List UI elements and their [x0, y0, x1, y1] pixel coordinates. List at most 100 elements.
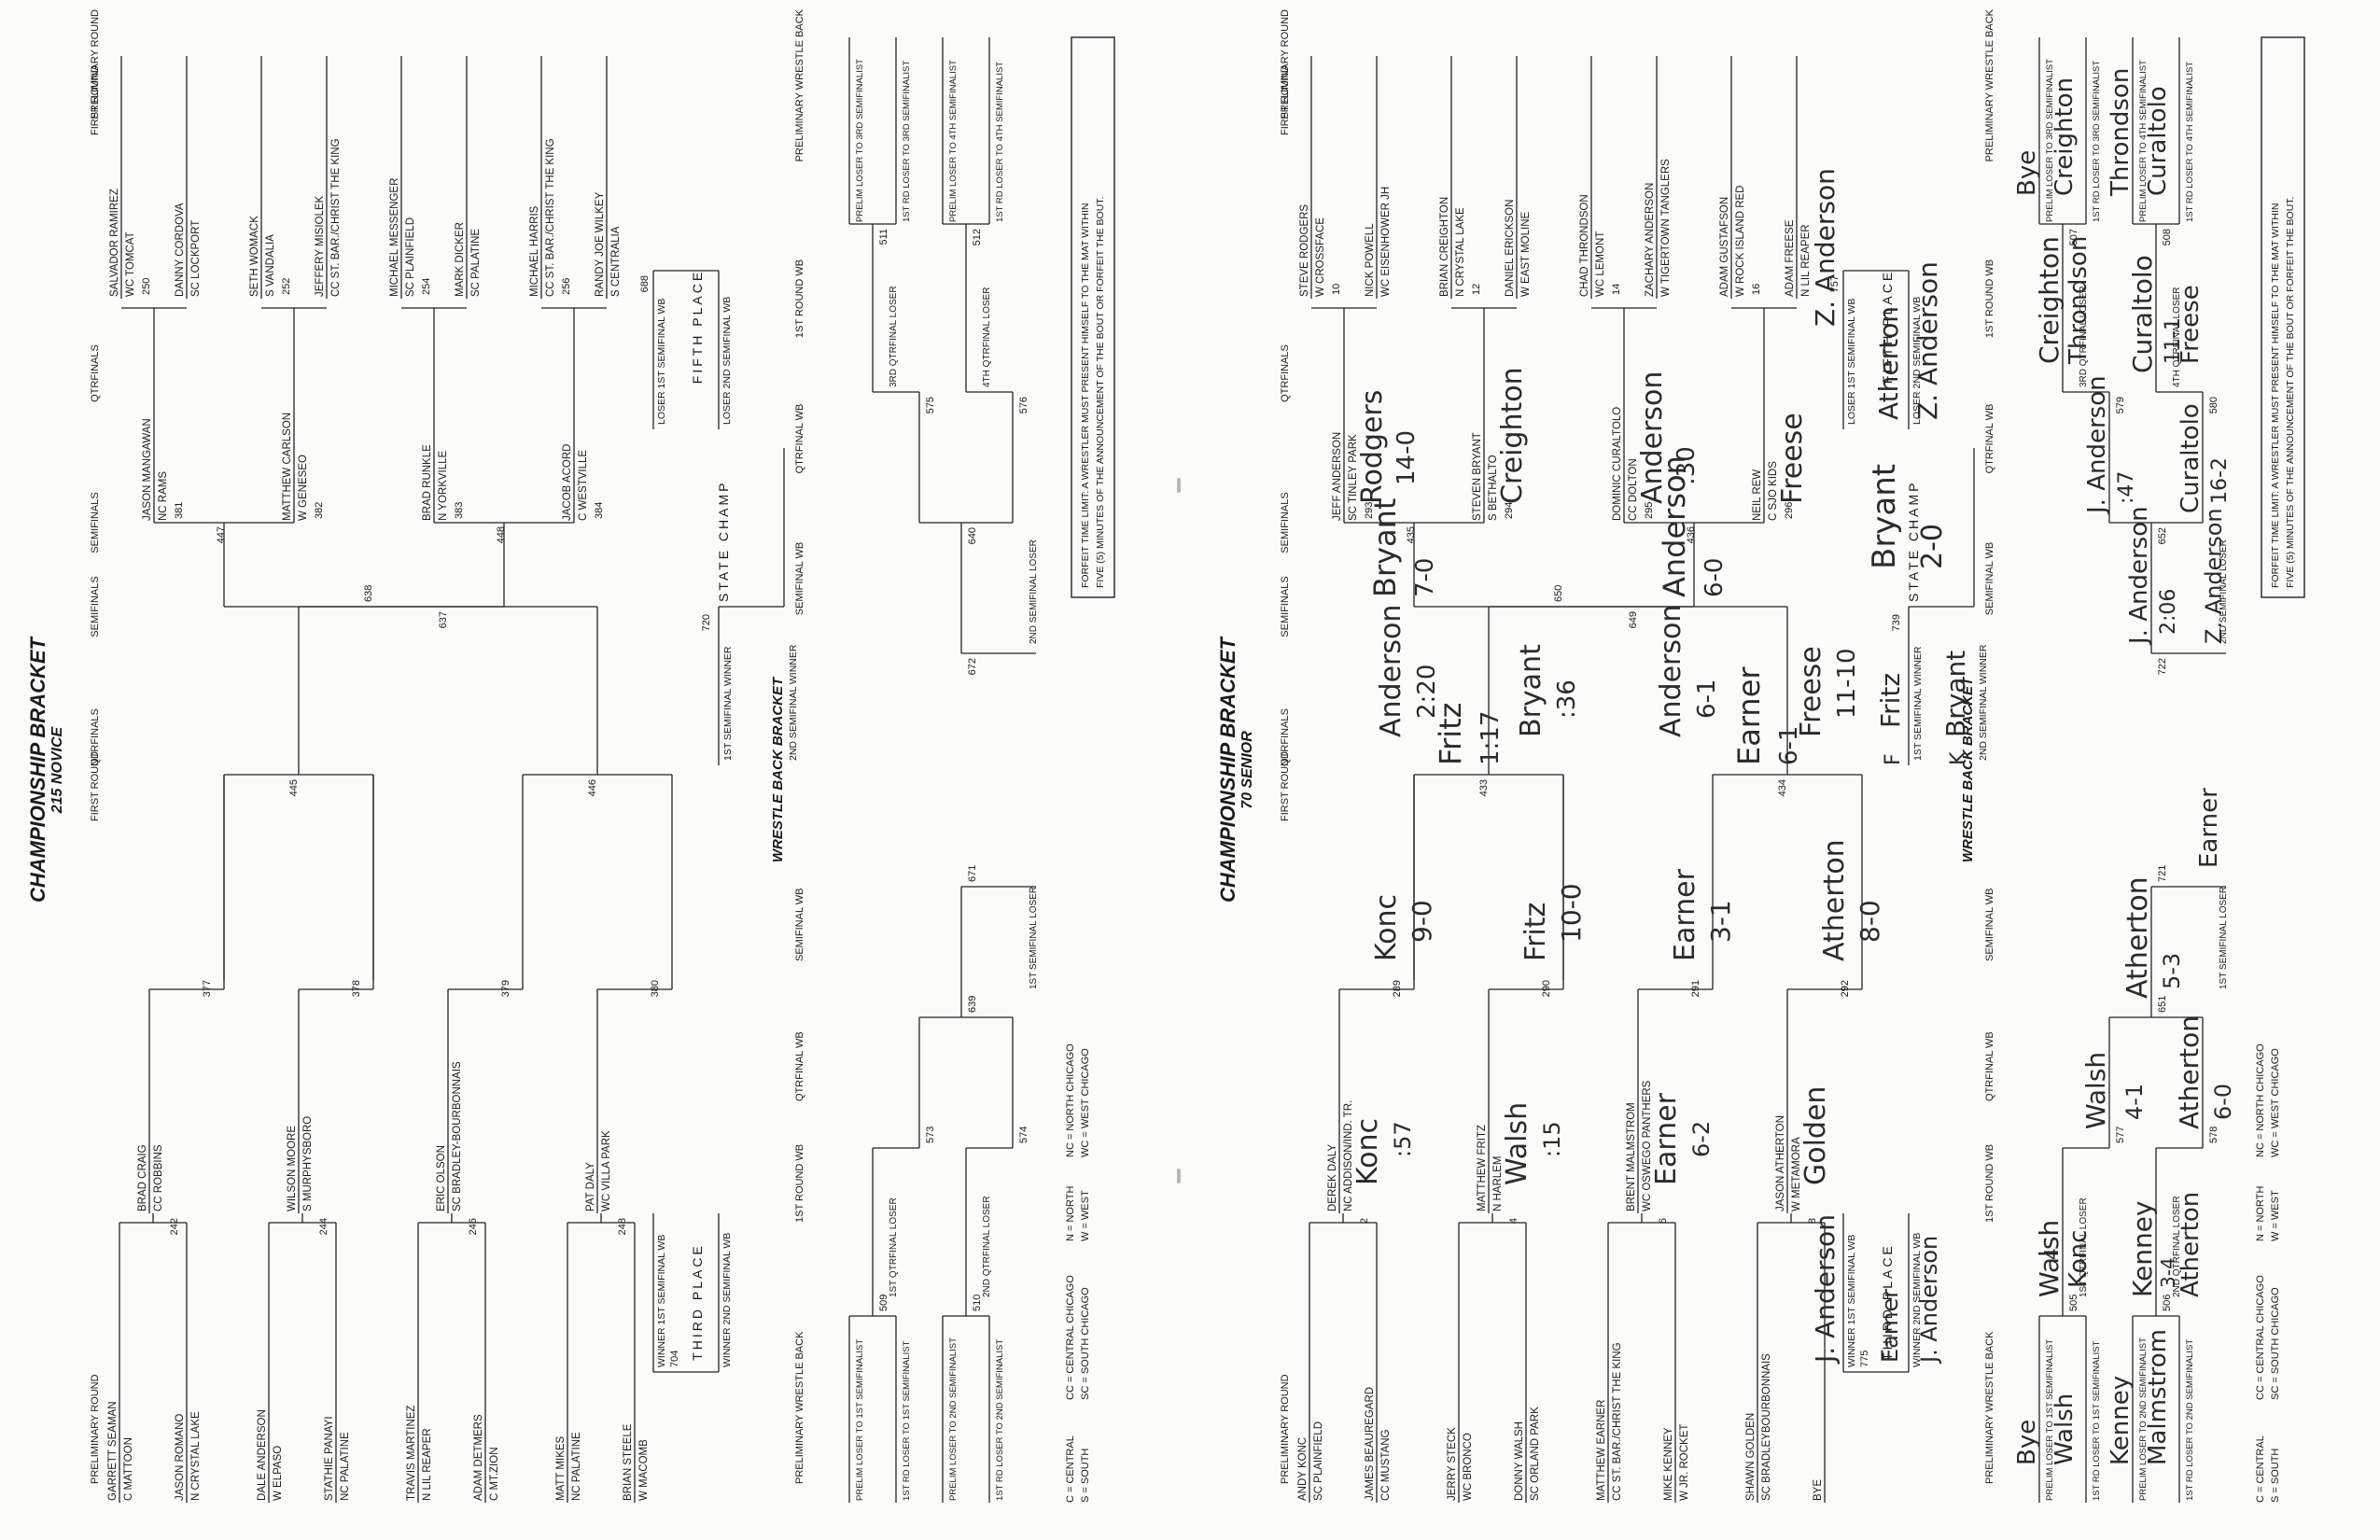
bout-number: 433: [1478, 779, 1490, 796]
handwritten-result: :57: [1390, 1121, 1416, 1157]
bout-number: 8: [1807, 1218, 1818, 1224]
third-source-label: WINNER 1ST SEMIFINAL WB: [1846, 1235, 1857, 1367]
prelim-wrestler-team: N LIL REAPER: [1800, 224, 1812, 297]
wb-round-heading: PRELIMINARY WRESTLE BACK: [1984, 1331, 1995, 1484]
legend-item: WC = WEST CHICAGO: [1080, 1048, 1091, 1157]
bout-number: 246: [468, 1218, 479, 1235]
handwritten-result: Freese: [1795, 646, 1827, 737]
bout-number: 512: [972, 229, 983, 245]
legend-item: WC = WEST CHICAGO: [2270, 1048, 2281, 1157]
first-round-wrestler-team: WC OSWEGO PANTHERS: [1642, 1080, 1653, 1211]
round-heading: SEMIFINALS: [90, 492, 101, 553]
first-round-wrestler-name: JACOB ACORD: [562, 444, 573, 521]
handwritten-result: Curaltolo: [2144, 86, 2172, 196]
handwritten-result: Bryant: [1515, 644, 1547, 737]
round-heading: QTRFINALS: [90, 708, 101, 766]
handwritten-result: 11-10: [1833, 648, 1861, 719]
wb-round-heading: 1ST ROUND WB: [1984, 1144, 1995, 1223]
prelim-wrestler-team: WC BRONCO: [1463, 1433, 1474, 1501]
prelim-wrestler-team: W CROSSFACE: [1315, 217, 1326, 297]
bout-number: 651: [2157, 996, 2168, 1013]
prelim-wrestler-team: CC ST. BAR./CHRIST THE KING: [545, 138, 556, 297]
wb-slot-label: 4TH QTRFINAL LOSER: [2172, 287, 2182, 387]
round-heading: FIRST ROUND: [90, 65, 101, 135]
bout-number: 511: [878, 229, 889, 245]
wrestle-back-title: WRESTLE BACK BRACKET: [770, 676, 786, 862]
handwritten-result: Kenney: [2127, 1201, 2158, 1297]
handwritten-result: Atherton: [1818, 839, 1851, 961]
handwritten-result: Bye: [2013, 1420, 2041, 1465]
handwritten-result: Z. Anderson: [2201, 508, 2227, 644]
prelim-wrestler-name: ZACHARY ANDERSON: [1645, 183, 1656, 297]
round-heading: PRELIMINARY ROUND: [90, 1374, 101, 1484]
prelim-wrestler-team: WC EISENHOWER JH: [1380, 187, 1392, 297]
wb-round-heading: QTRFINAL WB: [1984, 1031, 1995, 1101]
legend-item: CC = CENTRAL CHICAGO: [1065, 1275, 1076, 1400]
handwritten-result: Walsh: [1501, 1102, 1533, 1185]
bout-number: 290: [1541, 980, 1552, 997]
wrestle-back-title: WRESTLE BACK BRACKET: [1960, 676, 1976, 862]
round-heading: QTRFINALS: [90, 344, 101, 402]
legend-item: W = WEST: [2270, 1190, 2281, 1241]
handwritten-result: Earner: [2195, 788, 2223, 868]
prelim-wrestler-name: MATT MIKES: [555, 1435, 567, 1501]
prelim-wrestler-name: DANIEL ERICKSON: [1505, 200, 1516, 297]
first-round-wrestler-name: MATTHEW FRITZ: [1477, 1125, 1488, 1211]
wb-slot-label: 1ST RD LOSER TO 1ST SEMIFINALIST: [2092, 1340, 2102, 1501]
legend-item: C = CENTRAL: [1065, 1435, 1076, 1503]
wb-slot-label: 2ND SEMIFINAL LOSER: [2219, 539, 2229, 644]
prelim-wrestler-team: CC ST. BAR./CHRIST THE KING: [1612, 1342, 1623, 1501]
prelim-wrestler-name: TRAVIS MARTINEZ: [406, 1406, 417, 1501]
bout-number: 577: [2115, 1127, 2126, 1143]
prelim-wrestler-name: MATTHEW EARNER: [1596, 1400, 1607, 1501]
bout-number: 445: [288, 779, 300, 796]
handwritten-result: Z. Anderson: [1810, 168, 1841, 327]
handwritten-result: F: [1882, 753, 1905, 765]
handwritten-result: Atherton: [2121, 876, 2154, 999]
handwritten-result: Walsh: [2034, 1220, 2065, 1297]
bout-number: 510: [972, 1295, 983, 1311]
first-round-wrestler-name: NEIL REW: [1752, 469, 1763, 521]
handwritten-result: 2:06: [2157, 589, 2180, 635]
prelim-wrestler-team: W ROCK ISLAND RED: [1735, 186, 1746, 298]
handwritten-result: Fritz: [1875, 673, 1906, 728]
prelim-wrestler-name: SALVADOR RAMIREZ: [109, 189, 120, 297]
first-round-wrestler-team: C WESTVILLE: [578, 450, 589, 521]
wb-slot-label: 1ST QTRFINAL LOSER: [889, 1197, 899, 1297]
bracket-subtitle: 70 SENIOR: [1239, 731, 1255, 809]
fifth-source-label: LOSER 2ND SEMIFINAL WB: [1911, 297, 1923, 425]
handwritten-result: Konc: [2065, 1230, 2093, 1288]
prelim-wrestler-team: SC PALATINE: [470, 229, 482, 297]
legend-item: N = NORTH: [1065, 1186, 1076, 1241]
wb-slot-label: 1ST RD LOSER TO 3RD SEMIFINALIST: [2092, 61, 2102, 222]
bout-number: 435: [1406, 526, 1417, 543]
wb-round-heading: QTRFINAL WB: [1984, 404, 1995, 474]
wb-round-heading: 1ST ROUND WB: [794, 259, 805, 338]
bout-number: 2: [1359, 1218, 1370, 1224]
handwritten-result: :36: [1553, 679, 1581, 719]
champ-source-label: 1ST SEMIFINAL WINNER: [1912, 646, 1924, 761]
prelim-wrestler-team: S VANDALIA: [265, 234, 276, 297]
handwritten-result: Golden: [1799, 1086, 1832, 1185]
prelim-wrestler-name: DANNY CORDOVA: [175, 203, 186, 297]
wb-round-heading: PRELIMINARY WRESTLE BACK: [794, 8, 805, 161]
wb-slot-label: 1ST QTRFINAL LOSER: [2079, 1197, 2089, 1297]
wb-slot-label: PRELIM LOSER TO 2ND SEMIFINALIST: [948, 1337, 959, 1501]
handwritten-result: Z. Anderson: [1912, 261, 1943, 420]
wb-slot-label: 1ST RD LOSER TO 4TH SEMIFINALIST: [2185, 62, 2195, 222]
handwritten-result: 4: [2040, 1248, 2063, 1260]
legend-item: C = CENTRAL: [2255, 1435, 2266, 1503]
handwritten-result: 6-1: [1775, 726, 1803, 765]
third-place-label: THIRD PLACE: [690, 1243, 705, 1361]
prelim-wrestler-name: CHAD THRONDSON: [1579, 194, 1590, 297]
handwritten-result: Creighton: [2051, 77, 2079, 196]
prelim-wrestler-name: BYE: [1813, 1479, 1824, 1501]
prelim-wrestler-team: N LIL REAPER: [422, 1428, 433, 1501]
prelim-wrestler-name: RANDY JOE WILKEY: [595, 191, 606, 297]
prelim-wrestler-team: SC ORLAND PARK: [1530, 1407, 1541, 1501]
legend-item: S = SOUTH: [1080, 1449, 1091, 1503]
bout-number: 507: [2068, 229, 2079, 245]
wb-slot-label: 1ST RD LOSER TO 4TH SEMIFINALIST: [995, 62, 1005, 222]
handwritten-result: 2:20: [1413, 665, 1441, 719]
prelim-wrestler-name: ADAM FREESE: [1785, 219, 1796, 297]
